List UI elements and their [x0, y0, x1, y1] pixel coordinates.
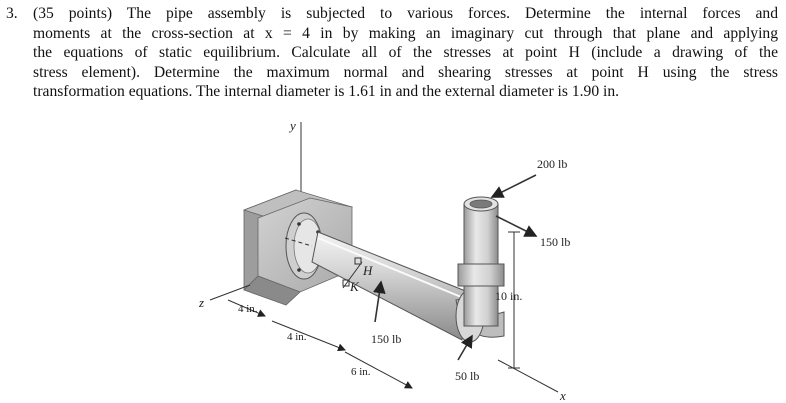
- force-arrow-50: [457, 334, 473, 361]
- force-label-200: 200 lb: [537, 157, 567, 171]
- problem-line: stress element). Determine the maximum n…: [33, 63, 778, 81]
- z-axis-line: [209, 284, 251, 301]
- dim-b-line: [271, 320, 346, 352]
- problem-statement: 3. (35 points) The pipe assembly is subj…: [6, 4, 778, 102]
- vertical-pipe: [457, 196, 505, 327]
- y-axis-label: y: [288, 118, 296, 133]
- x-axis-label: x: [559, 388, 566, 403]
- force-label-150-side: 150 lb: [540, 235, 570, 249]
- force-label-150-mid: 150 lb: [371, 332, 401, 346]
- point-k-label: K: [349, 279, 360, 294]
- problem-line: transformation equations. The internal d…: [33, 83, 620, 101]
- pipe-centerline: [284, 237, 313, 247]
- problem-line: moments at the cross-section at x = 4 in…: [33, 24, 778, 42]
- force-arrow-200: [490, 174, 537, 198]
- horizontal-pipe: [311, 231, 469, 341]
- wall-support: [242, 189, 354, 306]
- force-label-50: 50 lb: [455, 369, 479, 383]
- problem-number: 3.: [6, 5, 18, 22]
- point-markers: [342, 257, 363, 289]
- dim-a-label: 4 in.: [238, 303, 258, 315]
- point-h-label: H: [362, 263, 373, 278]
- force-arrow-150-mid: [373, 280, 386, 323]
- force-arrow-150-side: [495, 215, 538, 237]
- x-axis-line: [497, 359, 559, 393]
- problem-text: (35 points) The pipe assembly is subject…: [33, 4, 778, 102]
- dim-c-label: 6 in.: [351, 366, 371, 378]
- dim-a-line: [227, 299, 266, 317]
- dim-c-line: [344, 351, 413, 389]
- z-axis-label: z: [198, 295, 204, 310]
- dim-height-label: 10 in.: [495, 289, 522, 303]
- dim-b-label: 4 in.: [287, 331, 307, 343]
- problem-line: the equations of static equilibrium. Cal…: [33, 44, 778, 62]
- problem-line: (35 points) The pipe assembly is subject…: [33, 5, 778, 22]
